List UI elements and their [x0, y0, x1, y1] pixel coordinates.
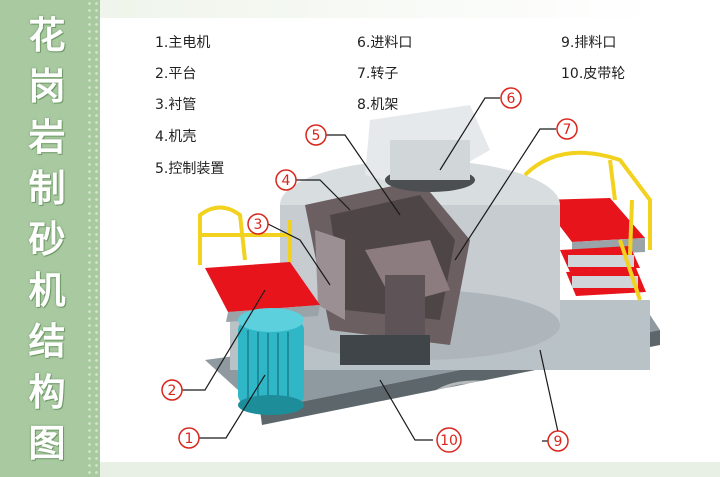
leader-2: [182, 289, 266, 391]
legend-item: 3.衬管: [155, 97, 197, 113]
svg-text:3: 3: [254, 217, 263, 233]
left-platform: [205, 262, 320, 312]
callout-5: 5: [305, 124, 327, 146]
callout-6: 6: [500, 87, 522, 109]
legend-item: 10.皮带轮: [561, 66, 626, 82]
callout-9: 9: [547, 430, 569, 452]
title-char: 岗: [28, 65, 66, 108]
legend-item: 8.机架: [357, 97, 399, 113]
leader-3: [267, 223, 331, 286]
title-char: 制: [28, 167, 66, 210]
title-char: 花: [28, 14, 66, 57]
svg-text:1: 1: [185, 431, 194, 447]
leader-5: [326, 134, 401, 216]
legend-item: 2.平台: [155, 66, 197, 82]
watermark-stars: ★★★: [453, 396, 491, 412]
leader-7: [454, 128, 556, 261]
legend-item: 9.排料口: [561, 35, 617, 51]
title-char: 图: [28, 422, 66, 465]
leader-6: [439, 97, 500, 171]
belt-pulley: [340, 335, 430, 365]
callout-10: 10: [436, 427, 462, 453]
callout-1: 1: [178, 427, 200, 449]
page-title: 花 岗 岩 制 砂 机 结 构 图: [27, 10, 67, 469]
title-char: 构: [28, 371, 66, 414]
machine-diagram: ★★★ 红星机器 红 星 HONGXING MACHINERY 1 2 3 4 …: [161, 87, 660, 453]
leader-4: [296, 179, 351, 211]
leader-10: [379, 379, 433, 441]
svg-text:5: 5: [312, 128, 321, 144]
legend-item: 7.转子: [357, 66, 399, 82]
watermark-brand: 红星机器: [522, 389, 659, 429]
bottom-band: [100, 462, 720, 477]
legend-item: 4.机壳: [155, 129, 197, 145]
callout-7: 7: [556, 118, 578, 140]
top-band: [100, 0, 720, 18]
svg-text:4: 4: [282, 173, 291, 189]
leader-1: [199, 374, 266, 439]
legend-item: 6.进料口: [357, 35, 413, 51]
legend-item: 1.主电机: [155, 35, 211, 51]
title-char: 结: [28, 320, 66, 363]
title-char: 岩: [28, 116, 66, 159]
callout-2: 2: [161, 379, 183, 401]
dot-pattern: [86, 0, 100, 477]
watermark: ★★★ 红星机器 红 星 HONGXING MACHINERY: [428, 380, 659, 443]
right-platform: [540, 198, 645, 242]
legend-item: 5.控制装置: [155, 161, 225, 177]
title-char: 砂: [28, 218, 66, 261]
svg-text:6: 6: [507, 91, 516, 107]
svg-text:10: 10: [440, 433, 458, 449]
callout-3: 3: [247, 213, 269, 235]
left-railing: [198, 205, 292, 265]
svg-text:2: 2: [168, 383, 177, 399]
svg-text:9: 9: [554, 434, 563, 450]
svg-text:7: 7: [563, 122, 572, 138]
lining-tube: [315, 230, 345, 320]
callout-4: 4: [275, 169, 297, 191]
sidebar: 花 岗 岩 制 砂 机 结 构 图: [0, 0, 100, 477]
title-char: 机: [28, 269, 66, 312]
